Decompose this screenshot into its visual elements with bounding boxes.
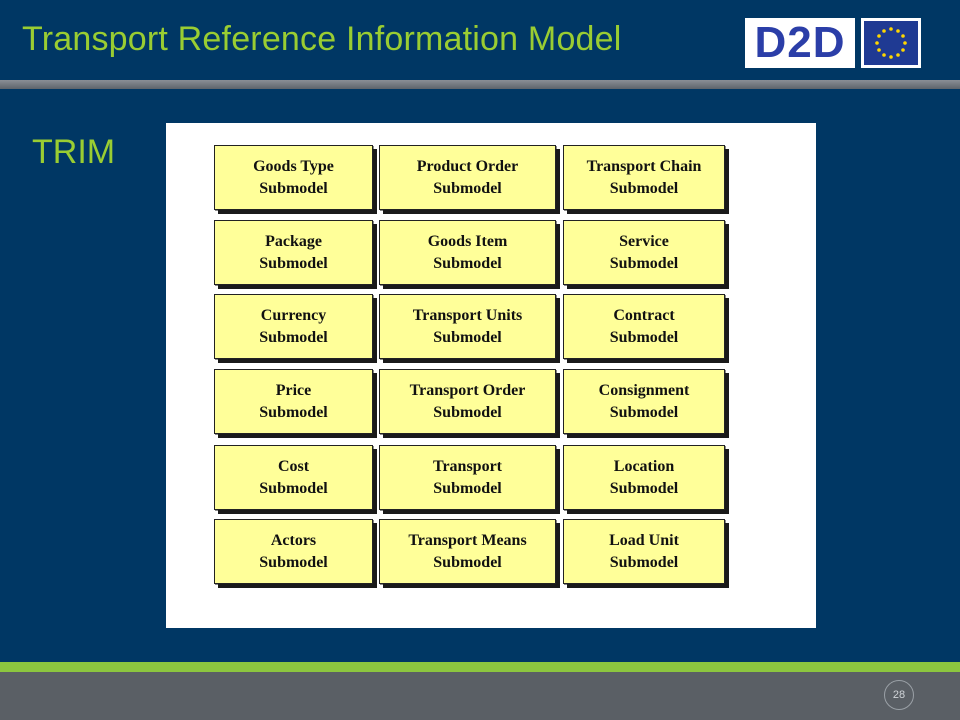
submodel-name: Service [619, 232, 669, 250]
submodel-name: Price [275, 381, 312, 399]
submodel-label: Submodel [259, 403, 328, 421]
submodel-label: Submodel [609, 328, 679, 346]
submodel-label: Submodel [433, 328, 502, 346]
submodel-label: Submodel [433, 479, 502, 497]
submodel-name: Package [265, 232, 322, 250]
submodel-name: Transport Order [409, 381, 526, 399]
submodel-label: Submodel [609, 179, 679, 197]
submodel-name: Transport Units [412, 306, 523, 324]
submodel-name: Goods Type [253, 157, 334, 175]
slide-title: Transport Reference Information Model [22, 20, 622, 58]
submodel-label: Submodel [259, 179, 328, 197]
submodel-name: Load Unit [609, 531, 679, 549]
submodel-name: Contract [613, 306, 675, 324]
eu-flag-icon [861, 18, 921, 68]
page-number: 28 [884, 680, 914, 710]
submodel-name: Transport [432, 457, 503, 475]
submodel-name: Product Order [416, 157, 519, 175]
logo-group: D2D [745, 18, 925, 68]
submodel-name: Currency [260, 306, 327, 324]
footer-accent-bar [0, 662, 960, 672]
submodel-label: Submodel [609, 403, 679, 421]
submodel-name: Transport Means [408, 531, 527, 549]
slide-subtitle: TRIM [32, 133, 116, 171]
submodel-name: Goods Item [427, 232, 508, 250]
slide-footer [0, 672, 960, 720]
d2d-logo: D2D [745, 18, 855, 68]
submodel-name: Location [613, 457, 675, 475]
submodel-label: Submodel [609, 479, 679, 497]
header-divider [0, 80, 960, 89]
submodel-label: Submodel [433, 254, 502, 272]
slide-header: Transport Reference Information Model D2… [0, 0, 960, 80]
submodel-name: Cost [277, 457, 310, 475]
submodel-label: Submodel [259, 553, 328, 571]
submodel-name: Actors [270, 531, 317, 549]
submodel-label: Submodel [433, 403, 502, 421]
submodel-label: Submodel [609, 254, 679, 272]
submodel-label: Submodel [259, 254, 328, 272]
submodel-label: Submodel [609, 553, 679, 571]
submodel-label: Submodel [259, 328, 328, 346]
submodel-name: Transport Chain [586, 157, 702, 175]
submodel-name: Consignment [598, 381, 690, 399]
submodel-label: Submodel [433, 179, 502, 197]
submodel-label: Submodel [259, 479, 328, 497]
submodel-label: Submodel [433, 553, 502, 571]
